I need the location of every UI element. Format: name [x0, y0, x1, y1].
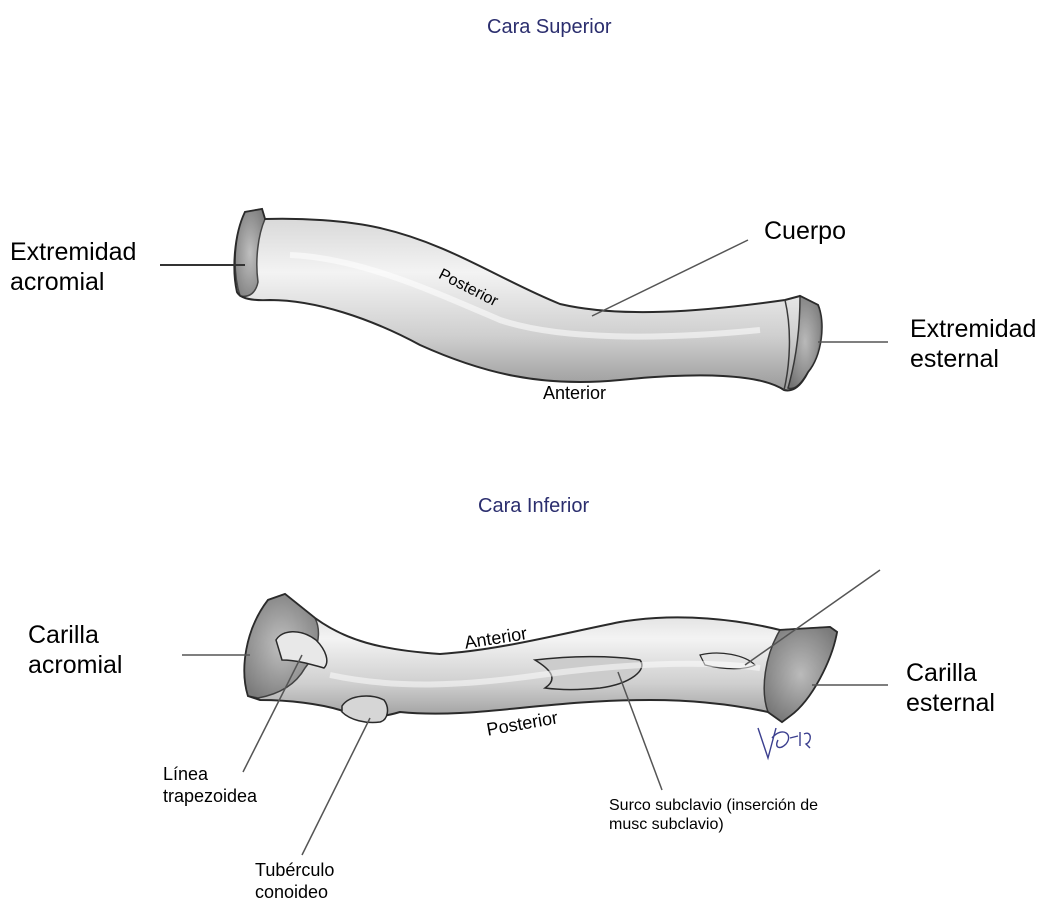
label-cuerpo: Cuerpo — [764, 216, 846, 246]
heading-cara-superior: Cara Superior — [487, 16, 612, 39]
heading-cara-inferior: Cara Inferior — [478, 495, 589, 518]
label-extremidad-acromial-line2: acromial — [10, 267, 136, 297]
label-carilla-esternal-line2: esternal — [906, 688, 995, 718]
conoid-tubercle-shape — [342, 696, 387, 722]
label-linea-trapezoidea-line1: Línea — [163, 764, 257, 786]
clavicle-inferior-drawing — [244, 594, 837, 723]
label-extremidad-esternal-line2: esternal — [910, 344, 1036, 374]
label-carilla-esternal-line1: Carilla — [906, 658, 995, 688]
clavicle-inferior-body — [244, 594, 837, 722]
label-carilla-esternal: Carilla esternal — [906, 658, 995, 718]
label-surco-subclavio-line2: musc subclavio) — [609, 815, 818, 834]
label-linea-trapezoidea-line2: trapezoidea — [163, 786, 257, 808]
label-tuberculo-conoideo-line1: Tubérculo — [255, 860, 334, 882]
label-surco-subclavio: Surco subclavio (inserción de musc subcl… — [609, 796, 818, 834]
label-extremidad-acromial: Extremidad acromial — [10, 237, 136, 297]
leader-cuerpo — [592, 240, 748, 316]
label-carilla-acromial: Carilla acromial — [28, 620, 122, 680]
label-extremidad-esternal: Extremidad esternal — [910, 314, 1036, 374]
label-anterior-superior: Anterior — [543, 383, 606, 405]
clavicle-superior-body — [234, 209, 821, 390]
label-extremidad-acromial-line1: Extremidad — [10, 237, 136, 267]
label-extremidad-esternal-line1: Extremidad — [910, 314, 1036, 344]
clavicle-superior-drawing — [234, 209, 822, 390]
label-surco-subclavio-line1: Surco subclavio (inserción de — [609, 796, 818, 815]
label-tuberculo-conoideo-line2: conoideo — [255, 882, 334, 904]
leader-tuberculo-conoideo — [302, 718, 370, 855]
label-carilla-acromial-line1: Carilla — [28, 620, 122, 650]
label-linea-trapezoidea: Línea trapezoidea — [163, 764, 257, 807]
label-carilla-acromial-line2: acromial — [28, 650, 122, 680]
artist-signature — [758, 728, 810, 758]
label-tuberculo-conoideo: Tubérculo conoideo — [255, 860, 334, 903]
